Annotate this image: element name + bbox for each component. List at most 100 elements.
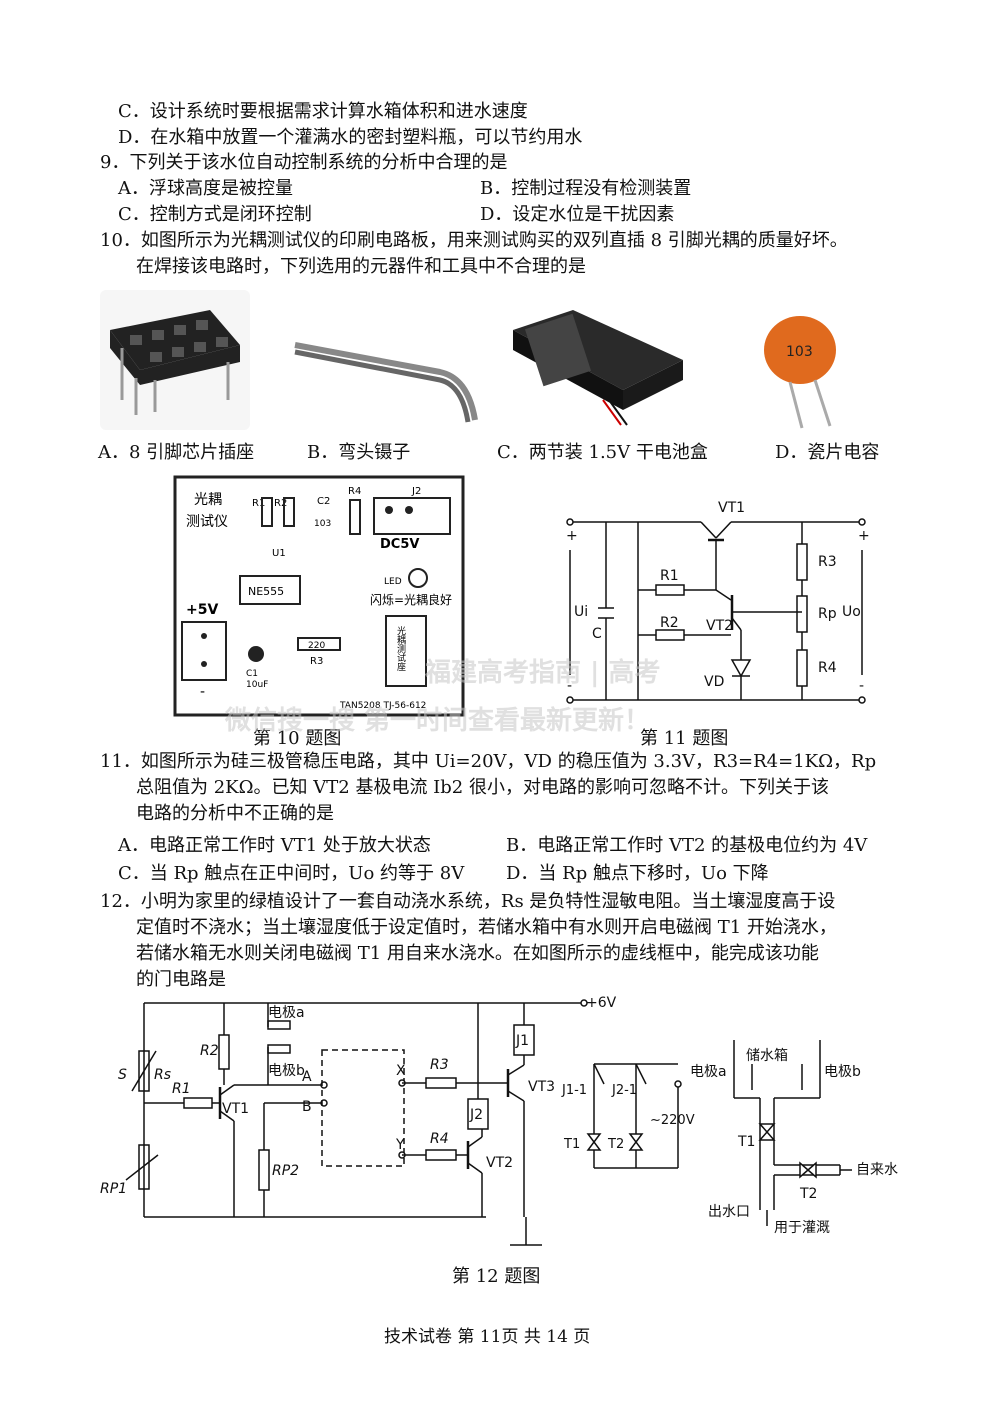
svg-text:光耦测试座: 光耦测试座 xyxy=(395,625,406,672)
q9-option-d: D．设定水位是干扰因素 xyxy=(480,204,675,225)
svg-text:C: C xyxy=(592,626,602,642)
svg-text:RP2: RP2 xyxy=(272,1163,299,1179)
svg-text:LED: LED xyxy=(384,577,402,587)
pcb-diagram: 光耦 测试仪 R1 R2 C2 103 R4 J2 DC5V U1 NE555 … xyxy=(173,475,465,717)
regulator-circuit: VT1 R1 R2 VT2 VD R3 Rp R4 C Ui Uo + - + … xyxy=(566,500,870,704)
svg-text:R2: R2 xyxy=(274,498,287,509)
svg-text:+5V: +5V xyxy=(186,602,218,618)
svg-text:R2: R2 xyxy=(200,1043,219,1059)
svg-text:J1: J1 xyxy=(515,1033,529,1049)
svg-text:VT2: VT2 xyxy=(486,1155,513,1171)
svg-text:测试仪: 测试仪 xyxy=(186,514,228,530)
svg-text:Uo: Uo xyxy=(842,604,861,620)
svg-text:R1: R1 xyxy=(172,1081,191,1097)
svg-text:VD: VD xyxy=(704,674,724,690)
svg-text:Y: Y xyxy=(395,1137,405,1153)
svg-text:J2-1: J2-1 xyxy=(611,1083,637,1098)
svg-text:电极a: 电极a xyxy=(690,1064,727,1080)
svg-text:自来水: 自来水 xyxy=(856,1162,898,1178)
svg-text:+6V: +6V xyxy=(586,995,617,1011)
q11-option-c: C．当 Rp 触点在正中间时，Uo 约等于 8V xyxy=(118,863,465,884)
svg-text:C1: C1 xyxy=(246,669,258,679)
q10-option-c: C．两节装 1.5V 干电池盒 xyxy=(497,442,708,463)
svg-text:220: 220 xyxy=(308,641,325,651)
svg-text:电极a: 电极a xyxy=(268,1005,305,1021)
watermark: 微信搜一搜 第一时间查看最新更新！ xyxy=(225,706,651,736)
svg-text:储水箱: 储水箱 xyxy=(746,1048,788,1064)
svg-text:R2: R2 xyxy=(660,615,679,631)
fig11-caption: 第 11 题图 xyxy=(640,728,729,749)
svg-text:R4: R4 xyxy=(348,486,361,497)
option-8d: D．在水箱中放置一个灌满水的密封塑料瓶，可以节约用水 xyxy=(118,127,583,148)
question-12-line3: 若储水箱无水则关闭电磁阀 T1 用自来水浇水。在如图所示的虚线框中，能完成该功能 xyxy=(136,943,819,964)
svg-text:J2: J2 xyxy=(411,486,421,497)
question-11-line3: 电路的分析中不正确的是 xyxy=(136,803,334,824)
question-11-line2: 总阻值为 2KΩ。已知 VT2 基极电流 Ib2 很小，对电路的影响可忽略不计。… xyxy=(136,777,829,798)
water-tank-diagram: 储水箱 电极a 电极b T1 T2 自来水 出水口 用于灌溉 xyxy=(690,1040,898,1236)
svg-text:J1-1: J1-1 xyxy=(561,1083,587,1098)
svg-text:~220V: ~220V xyxy=(650,1113,695,1128)
question-12: 12．小明为家里的绿植设计了一套自动浇水系统，Rs 是负特性湿敏电阻。当土壤湿度… xyxy=(100,891,836,912)
q11-option-a: A．电路正常工作时 VT1 处于放大状态 xyxy=(118,835,431,856)
q11-option-b: B．电路正常工作时 VT2 的基极电位约为 4V xyxy=(506,835,868,856)
svg-text:C2: C2 xyxy=(317,496,330,507)
svg-text:用于灌溉: 用于灌溉 xyxy=(774,1220,830,1236)
svg-text:出水口: 出水口 xyxy=(708,1204,750,1220)
svg-text:T2: T2 xyxy=(799,1186,817,1202)
svg-text:VT3: VT3 xyxy=(528,1079,555,1095)
svg-text:DC5V: DC5V xyxy=(380,537,419,552)
svg-text:R3: R3 xyxy=(430,1057,449,1073)
q10-option-a: A．8 引脚芯片插座 xyxy=(98,442,255,463)
svg-text:VT2: VT2 xyxy=(706,618,733,634)
svg-text:S: S xyxy=(118,1067,127,1083)
fig10-caption: 第 10 题图 xyxy=(253,728,342,749)
svg-text:R4: R4 xyxy=(818,660,837,676)
q9-option-c: C．控制方式是闭环控制 xyxy=(118,204,312,225)
svg-text:NE555: NE555 xyxy=(248,585,284,598)
question-9: 9．下列关于该水位自动控制系统的分析中合理的是 xyxy=(100,152,508,173)
svg-text:R1: R1 xyxy=(252,498,265,509)
q10-option-b: B．弯头镊子 xyxy=(307,442,411,463)
q10-option-d: D．瓷片电容 xyxy=(775,442,880,463)
ceramic-capacitor-image: 103 xyxy=(764,316,836,429)
question-10-line2: 在焊接该电路时，下列选用的元器件和工具中不合理的是 xyxy=(136,256,586,277)
svg-text:+: + xyxy=(566,528,578,544)
q9-option-b: B．控制过程没有检测装置 xyxy=(480,178,692,199)
svg-text:J2: J2 xyxy=(469,1107,483,1123)
battery-box-image xyxy=(513,310,683,426)
svg-text:闪烁=光耦良好: 闪烁=光耦良好 xyxy=(370,592,452,607)
svg-text:10uF: 10uF xyxy=(246,680,268,690)
svg-text:Rs: Rs xyxy=(154,1067,171,1083)
q11-option-d: D．当 Rp 触点下移时，Uo 下降 xyxy=(506,863,769,884)
svg-text:VT1: VT1 xyxy=(718,500,745,516)
svg-text:-: - xyxy=(859,678,864,694)
fig12-caption: 第 12 题图 xyxy=(452,1266,541,1287)
svg-text:电极b: 电极b xyxy=(268,1063,305,1079)
question-11: 11．如图所示为硅三极管稳压电路，其中 Ui=20V，VD 的稳压值为 3.3V… xyxy=(100,751,877,772)
svg-text:A: A xyxy=(302,1069,312,1085)
watermark: 福建高考指南 | 高考 xyxy=(425,658,661,688)
svg-text:光耦: 光耦 xyxy=(194,492,222,508)
svg-text:RP1: RP1 xyxy=(100,1181,127,1197)
question-12-line2: 定值时不浇水；当土壤湿度低于设定值时，若储水箱中有水则开启电磁阀 T1 开始浇水… xyxy=(136,917,837,938)
chip-socket-image xyxy=(100,290,250,430)
svg-text:R1: R1 xyxy=(660,568,679,584)
svg-text:T1: T1 xyxy=(563,1137,580,1152)
watering-circuit: +6V 电极a 电极b S Rs R1 R2 VT1 A B X Y R3 R4… xyxy=(100,995,617,1246)
svg-text:103: 103 xyxy=(314,519,331,529)
svg-text:X: X xyxy=(396,1063,406,1079)
svg-text:-: - xyxy=(200,684,205,700)
capacitor-marking: 103 xyxy=(786,344,813,360)
valve-circuit: J1-1 J2-1 ~220V T1 T2 xyxy=(561,1063,695,1169)
svg-text:R3: R3 xyxy=(310,656,323,667)
question-12-line4: 的门电路是 xyxy=(136,969,226,990)
page-footer: 技术试卷 第 11页 共 14 页 xyxy=(384,1327,591,1347)
svg-text:T1: T1 xyxy=(737,1134,755,1150)
svg-text:Rp: Rp xyxy=(818,606,837,622)
svg-text:+: + xyxy=(858,528,870,544)
svg-text:TAN5208 TJ-56-612: TAN5208 TJ-56-612 xyxy=(339,701,426,711)
svg-text:电极b: 电极b xyxy=(824,1064,861,1080)
q9-option-a: A．浮球高度是被控量 xyxy=(118,178,293,199)
option-8c: C．设计系统时要根据需求计算水箱体积和进水速度 xyxy=(118,101,528,122)
svg-text:R3: R3 xyxy=(818,554,837,570)
